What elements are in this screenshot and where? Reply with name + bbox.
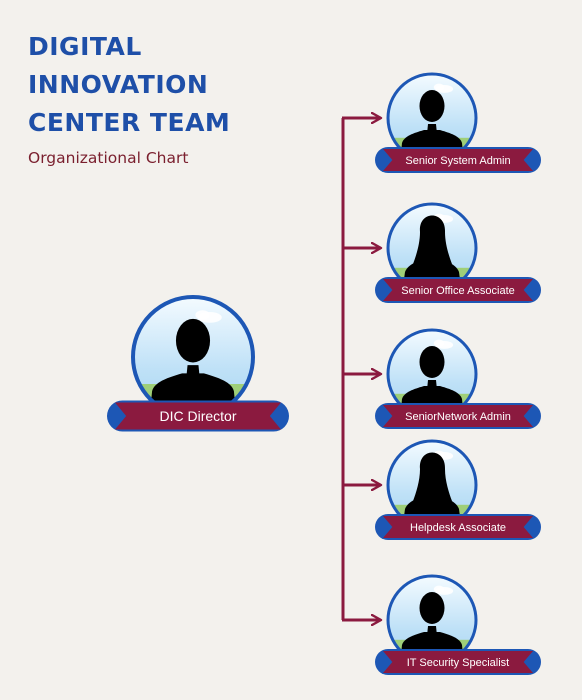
name-badge: IT Security Specialist (375, 649, 541, 675)
role-label: Senior Office Associate (401, 285, 515, 297)
role-label: DIC Director (159, 408, 236, 424)
node-member-4: Helpdesk Associate (375, 439, 541, 540)
role-label: Senior System Admin (405, 155, 510, 167)
name-badge: SeniorNetwork Admin (375, 403, 541, 429)
page-subtitle: Organizational Chart (28, 149, 189, 167)
role-label: SeniorNetwork Admin (405, 411, 511, 423)
name-badge: DIC Director (106, 400, 289, 432)
node-member-5: IT Security Specialist (375, 574, 541, 675)
page-title: DIGITAL INNOVATION CENTER TEAM (28, 28, 288, 142)
node-director: DIC Director (106, 295, 289, 432)
role-label: Helpdesk Associate (410, 522, 506, 534)
name-badge: Senior System Admin (375, 147, 541, 173)
name-badge: Senior Office Associate (375, 277, 541, 303)
node-member-1: Senior System Admin (375, 72, 541, 173)
node-member-2: Senior Office Associate (375, 202, 541, 303)
title-line: CENTER TEAM (28, 108, 231, 137)
name-badge: Helpdesk Associate (375, 514, 541, 540)
title-line: DIGITAL (28, 32, 142, 61)
role-label: IT Security Specialist (407, 657, 510, 669)
title-line: INNOVATION (28, 70, 209, 99)
node-member-3: SeniorNetwork Admin (375, 328, 541, 429)
connector-lines (341, 118, 381, 620)
